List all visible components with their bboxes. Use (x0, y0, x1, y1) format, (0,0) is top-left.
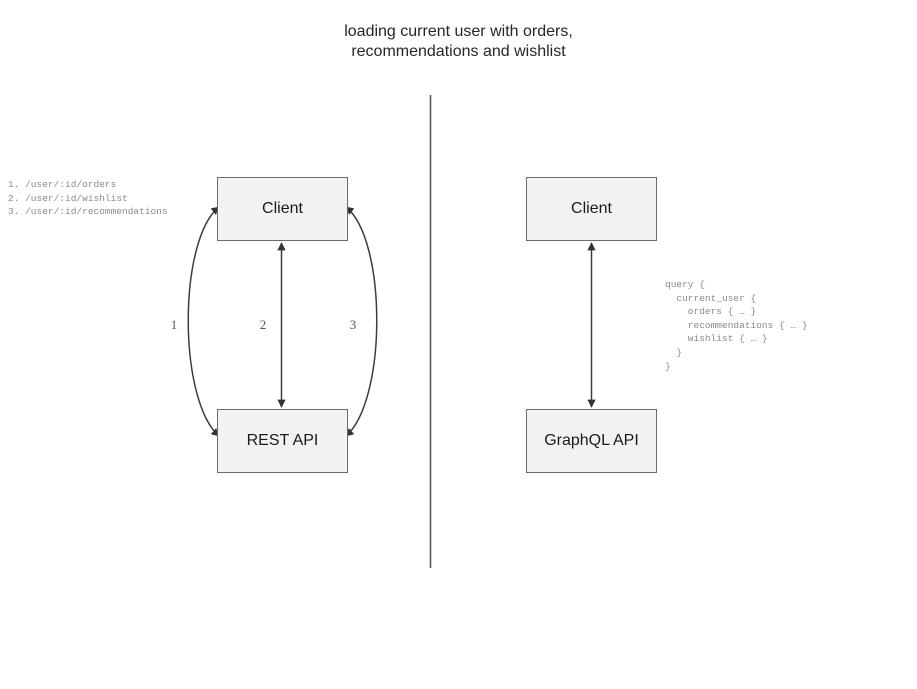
rest-endpoint-list: 1. /user/:id/orders 2. /user/:id/wishlis… (8, 179, 168, 218)
node-rest-api-label: REST API (246, 432, 319, 449)
graphql-query-snippet: query { current_user { orders { … } reco… (665, 279, 808, 372)
node-rest-api[interactable]: REST API (217, 409, 348, 473)
edge-label-3: 3 (349, 317, 357, 332)
edge-label-1: 1 (170, 317, 178, 332)
node-client-rest-label: Client (262, 200, 303, 217)
node-client-rest[interactable]: Client (217, 177, 348, 241)
node-graphql-api[interactable]: GraphQL API (526, 409, 657, 473)
edge-3-curve (345, 206, 378, 437)
node-client-graphql-label: Client (571, 200, 612, 217)
node-client-graphql[interactable]: Client (526, 177, 657, 241)
edge-1-curve (187, 206, 220, 437)
node-graphql-api-label: GraphQL API (544, 432, 639, 449)
diagram-title: loading current user with orders, recomm… (344, 23, 573, 60)
edge-label-2: 2 (259, 317, 267, 332)
